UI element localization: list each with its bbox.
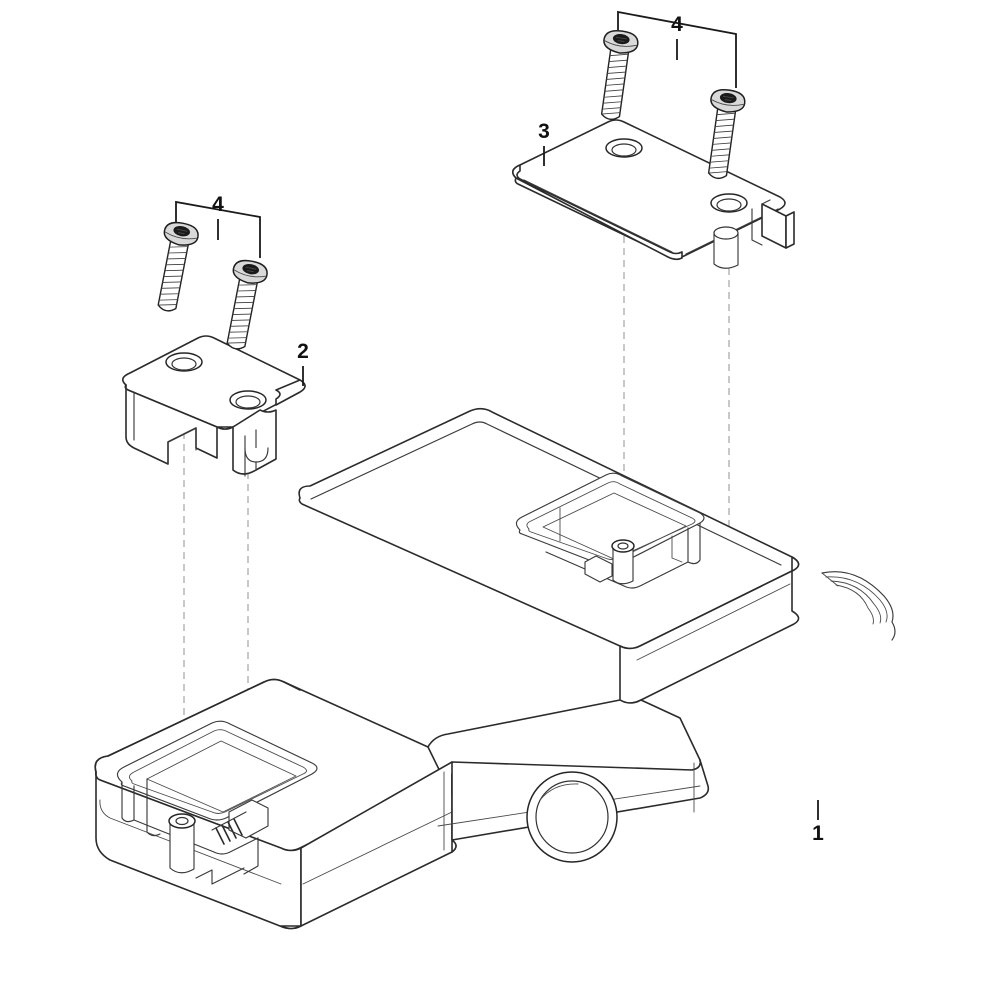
housing-front-pocket-rim-inner <box>129 729 307 814</box>
housing-front-pocket-step <box>195 867 245 885</box>
housing-rib-detail <box>821 571 896 641</box>
screw-left-a <box>148 219 201 315</box>
bracket2-right-edge <box>275 379 306 406</box>
callout-1-label: 1 <box>812 822 824 845</box>
bracket2-front-wall <box>124 384 234 465</box>
plate3-tab-edge <box>751 208 763 246</box>
screw-right-a <box>592 28 640 123</box>
callout-4-left-label: 4 <box>212 193 224 216</box>
housing-front-pocket <box>116 720 318 885</box>
housing-rear-pocket-step <box>671 535 683 563</box>
housing-outer-silhouette <box>94 678 301 773</box>
plate3-tab-fold-line <box>761 199 771 205</box>
bracket2-skirt-nub <box>244 447 269 463</box>
housing-front-boss-highlight <box>539 783 579 801</box>
plate3-edge-inner-line <box>523 179 673 253</box>
housing-front-comb-teeth <box>211 811 247 845</box>
housing-front-boss-inner <box>535 780 609 854</box>
housing-front-pocket-floor <box>146 740 297 813</box>
housing-rear-top-rim <box>310 421 782 566</box>
callout-4-right-label: 4 <box>671 13 683 36</box>
plate3-tab-outer <box>785 211 795 249</box>
housing-rear-rib-block <box>584 555 613 583</box>
part-small-bracket <box>122 335 306 477</box>
plate3-hole-b <box>710 193 748 213</box>
callout-4-left-leader <box>175 200 261 258</box>
bracket2-hole-a <box>165 352 203 372</box>
bracket2-notch-line <box>167 427 197 465</box>
housing-front-boss-top-inner <box>175 816 189 826</box>
housing-rear-pocket-wall-back <box>545 551 689 589</box>
housing-front-pocket-rim-outer <box>116 720 318 821</box>
housing-rear-pocket-floor <box>542 492 687 561</box>
plate3-hole-a <box>605 138 643 158</box>
plate3-boss-nub-top <box>713 226 739 240</box>
housing-rear-pocket <box>515 472 705 589</box>
plate3-folded-tab <box>761 203 787 249</box>
housing-front-pocket-wall-bottom <box>133 819 259 855</box>
plate3-boss-nub <box>713 231 739 269</box>
screw-left-b <box>217 257 270 353</box>
plate3-top-face <box>512 119 786 259</box>
callout-2-label: 2 <box>297 340 309 363</box>
part-large-cover-plate <box>512 119 795 269</box>
bracket2-hole-b <box>229 390 267 410</box>
housing-rear-boss-top-inner <box>617 542 629 550</box>
housing-front-right-groove <box>302 811 453 885</box>
plate3-edge-thickness <box>512 164 683 261</box>
housing-front-boss-post <box>169 819 195 874</box>
callout-3-label: 3 <box>538 120 550 143</box>
housing-front-pocket-inner-wall <box>146 778 161 837</box>
housing-rear-boss-post <box>612 544 634 585</box>
housing-rear-pocket-rim-inner <box>526 481 696 560</box>
housing-rear-right-groove <box>636 583 791 661</box>
callout-4-right-leader <box>617 10 737 88</box>
housing-front-pocket-riser <box>243 837 259 875</box>
housing-front-wall-groove <box>99 799 282 885</box>
part-main-housing <box>94 407 896 930</box>
